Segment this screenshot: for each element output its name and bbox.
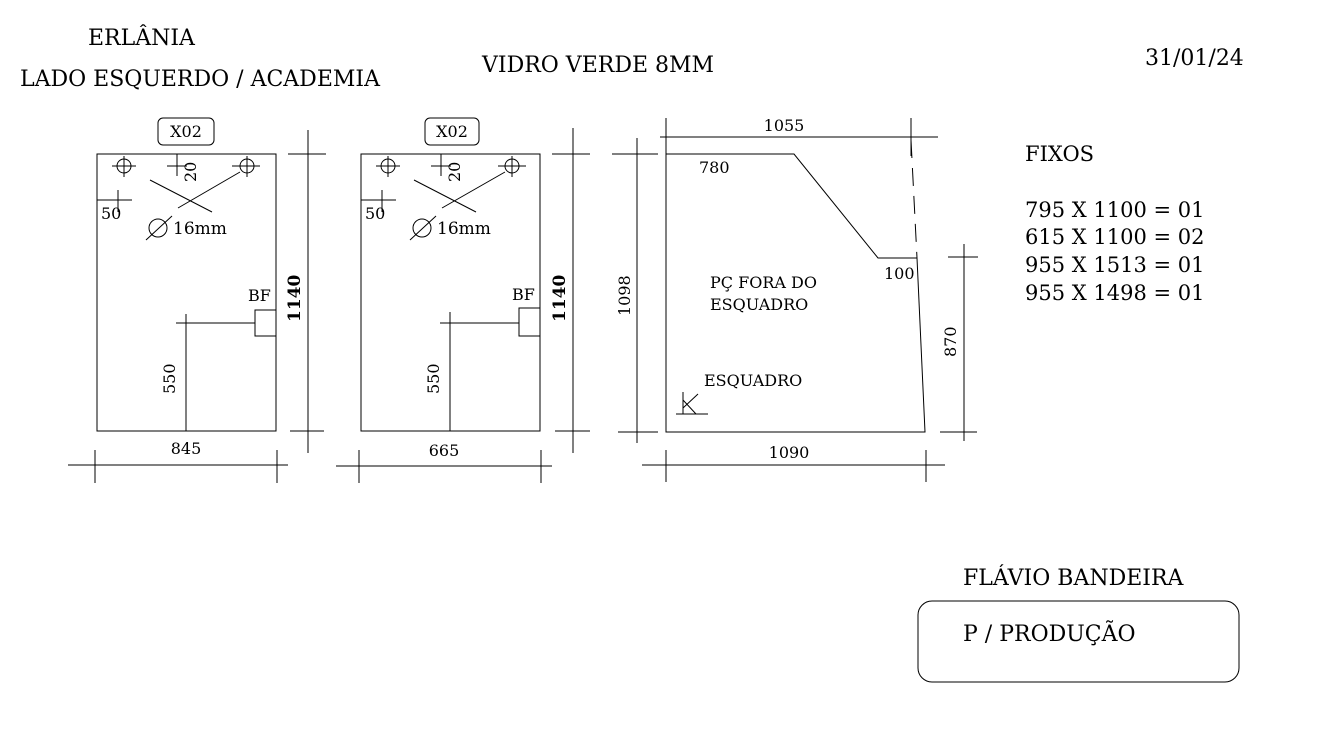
fixos-title: FIXOS [1025, 142, 1094, 166]
panel-width: 665 [429, 441, 460, 460]
date: 31/01/24 [1145, 46, 1244, 71]
fixos-item: 795 X 1100 = 01 [1025, 198, 1205, 222]
note-line-2: ESQUADRO [710, 295, 808, 314]
hole-right-icon [232, 156, 260, 177]
diameter-icon [409, 215, 437, 241]
irregular-outline [665, 153, 926, 433]
fixos-item: 955 X 1513 = 01 [1025, 253, 1205, 277]
irregular-panel: 1055 780 100 1098 870 1090 PÇ FORA DO ES… [612, 116, 978, 482]
dim-top: 1055 [764, 116, 805, 135]
client-name: ERLÂNIA [88, 24, 196, 51]
hole-left-icon [112, 156, 136, 177]
fitting-box [254, 309, 277, 337]
dim-top-straight: 780 [699, 158, 730, 177]
fixos-item: 955 X 1498 = 01 [1025, 281, 1205, 305]
panel-height: 1140 [285, 275, 305, 322]
panel-width: 845 [171, 439, 202, 458]
panel-tag-box [157, 117, 215, 146]
dim-left: 1098 [615, 275, 634, 316]
dim-bottom: 1090 [769, 443, 810, 462]
hole-left-icon [376, 156, 400, 177]
dim-cut: 100 [884, 264, 915, 283]
status-text: P / PRODUÇÃO [963, 619, 1136, 647]
note-line-1: PÇ FORA DO [710, 273, 817, 292]
panel-tag: X02 [436, 122, 468, 141]
fitting-height: 550 [160, 363, 179, 394]
fitting-box [518, 307, 541, 337]
fitting-label: BF [512, 285, 535, 304]
dim-right: 870 [941, 326, 960, 357]
hole-offset-side: 50 [365, 204, 385, 223]
hole-offset-top: 20 [181, 162, 200, 182]
diameter-icon [145, 215, 173, 241]
status-box [917, 600, 1240, 683]
location-title: LADO ESQUERDO / ACADEMIA [20, 67, 381, 92]
square-label: ESQUADRO [704, 371, 802, 390]
fitting-height: 550 [424, 363, 443, 394]
hole-right-icon [498, 156, 526, 177]
author-name: FLÁVIO BANDEIRA [963, 564, 1185, 591]
fitting-label: BF [248, 286, 271, 305]
square-icon [676, 392, 708, 415]
panel-1: X02 20 50 16mm BF 5 [68, 117, 326, 483]
hole-offset-top: 20 [445, 162, 464, 182]
hole-offset-side: 50 [101, 204, 121, 223]
panel-height: 1140 [550, 275, 570, 322]
fixos-item: 615 X 1100 = 02 [1025, 225, 1205, 249]
panel-tag: X02 [170, 122, 202, 141]
hole-diameter: 16mm [173, 219, 227, 239]
fixos-list: FIXOS 795 X 1100 = 01 615 X 1100 = 02 95… [1025, 142, 1205, 305]
panel-2: X02 20 50 16mm BF 550 665 [336, 117, 590, 483]
panel-tag-box [424, 117, 480, 146]
hole-diameter: 16mm [437, 219, 491, 239]
material-title: VIDRO VERDE 8MM [481, 53, 714, 78]
